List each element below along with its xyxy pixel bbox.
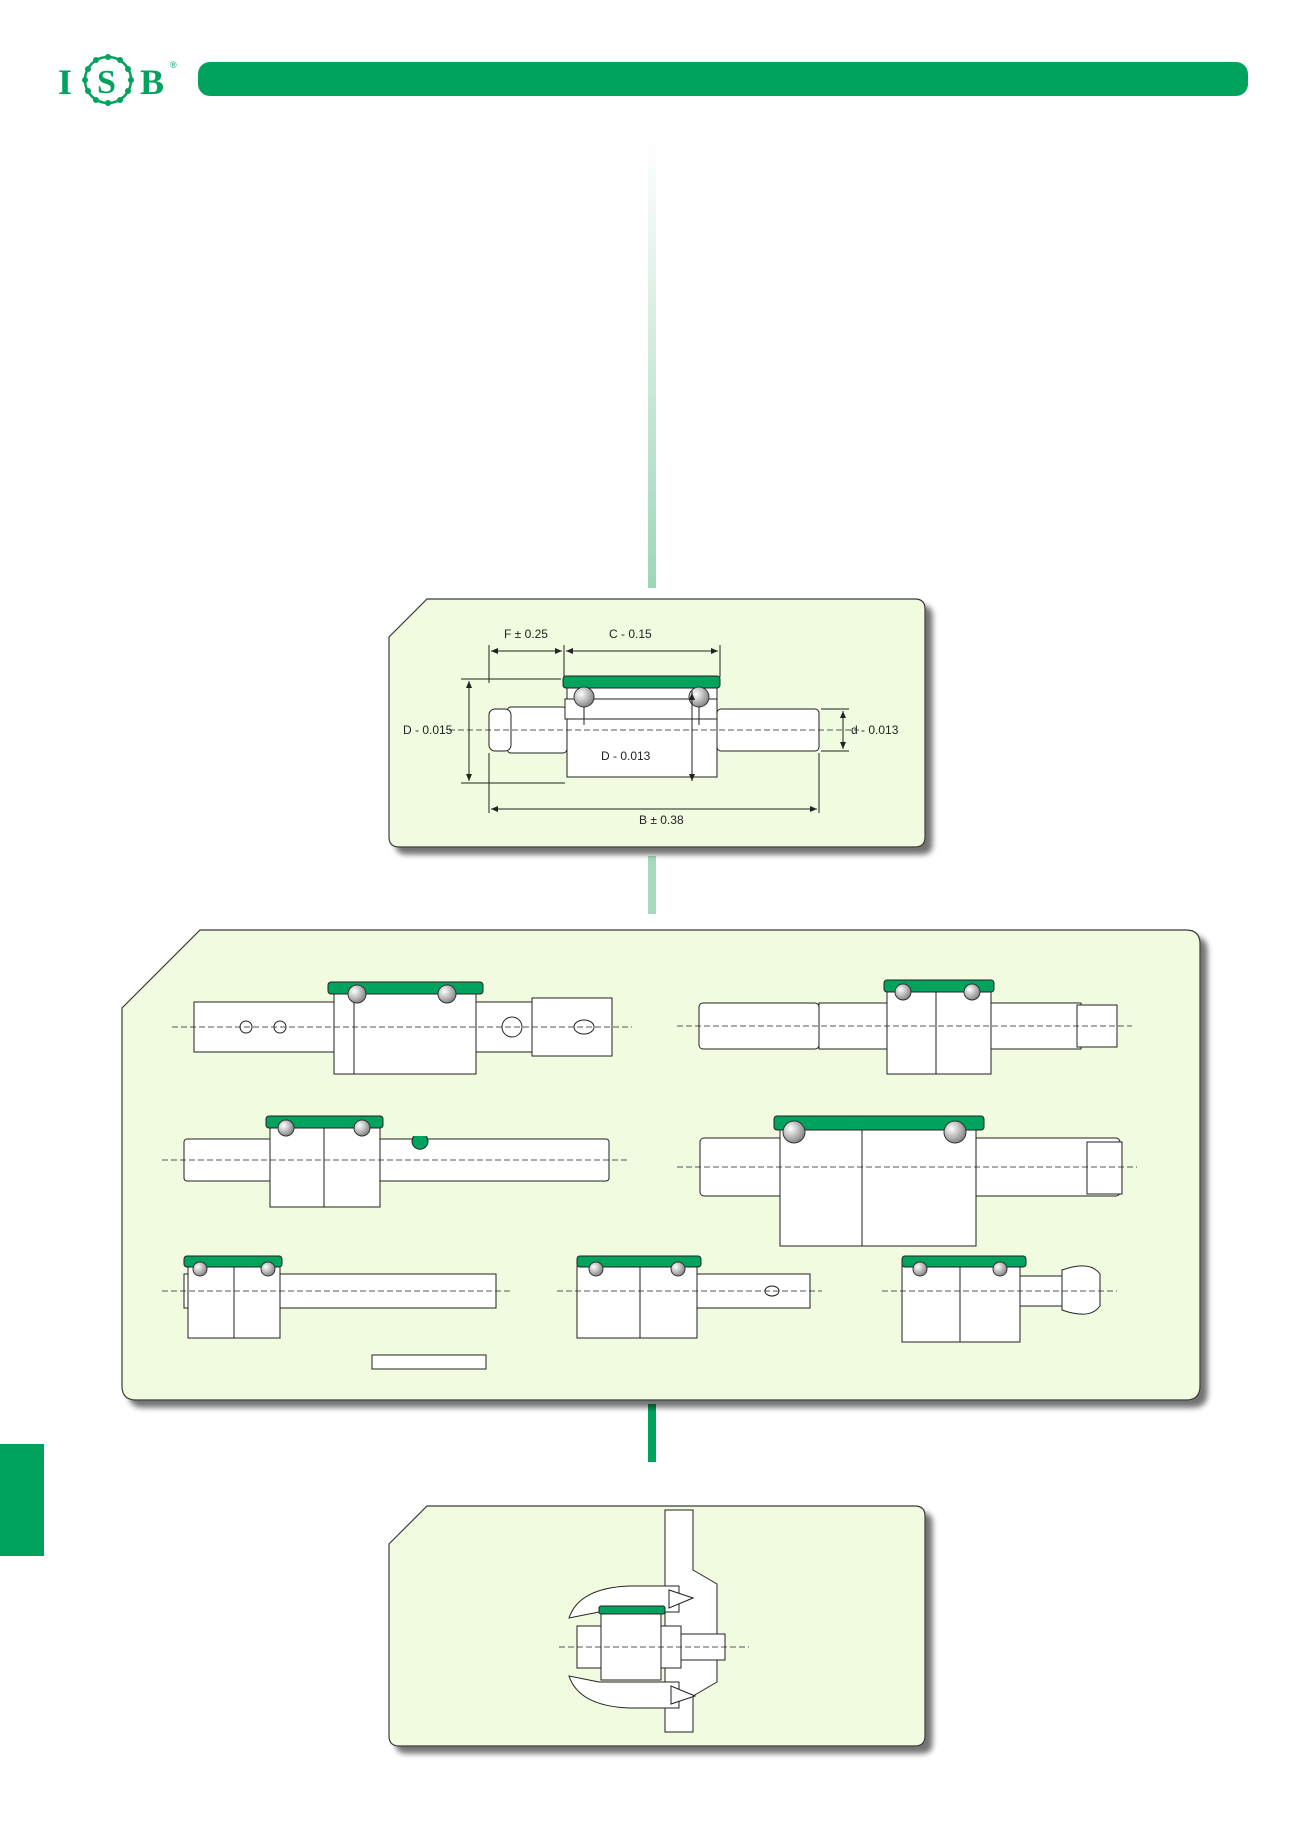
svg-text:I: I [58, 62, 72, 102]
registered-mark: ® [170, 60, 177, 70]
shaft-variant-3 [162, 1115, 627, 1208]
isb-logo: I S B ® [58, 50, 183, 110]
connector-bottom [648, 1404, 656, 1462]
dimension-f: F ± 0.25 [504, 627, 548, 641]
dimension-inner-d: D - 0.013 [601, 749, 651, 763]
shaft-variant-7 [882, 1255, 1117, 1343]
dimension-shaft-d: d - 0.013 [851, 723, 899, 737]
dimension-outer-d: D - 0.015 [403, 723, 453, 737]
header-bar [198, 62, 1248, 96]
shaft-variant-5 [162, 1255, 512, 1370]
svg-text:B: B [140, 62, 164, 102]
shaft-variant-6 [557, 1255, 822, 1339]
shaft-variant-2 [677, 979, 1132, 1075]
bearing-dimension-panel: F ± 0.25 C - 0.15 D - 0.015 D - 0.013 d … [388, 598, 926, 848]
shaft-variants-panel [121, 929, 1201, 1401]
dimension-c: C - 0.15 [609, 627, 652, 641]
svg-text:S: S [97, 64, 116, 101]
shaft-variant-4 [677, 1115, 1137, 1247]
application-panel [388, 1505, 926, 1747]
connector-middle [648, 856, 656, 914]
water-pump-cross-section-icon [559, 1509, 749, 1733]
dimension-b: B ± 0.38 [639, 813, 684, 827]
connector-top [648, 140, 656, 588]
side-tab [0, 1444, 44, 1556]
